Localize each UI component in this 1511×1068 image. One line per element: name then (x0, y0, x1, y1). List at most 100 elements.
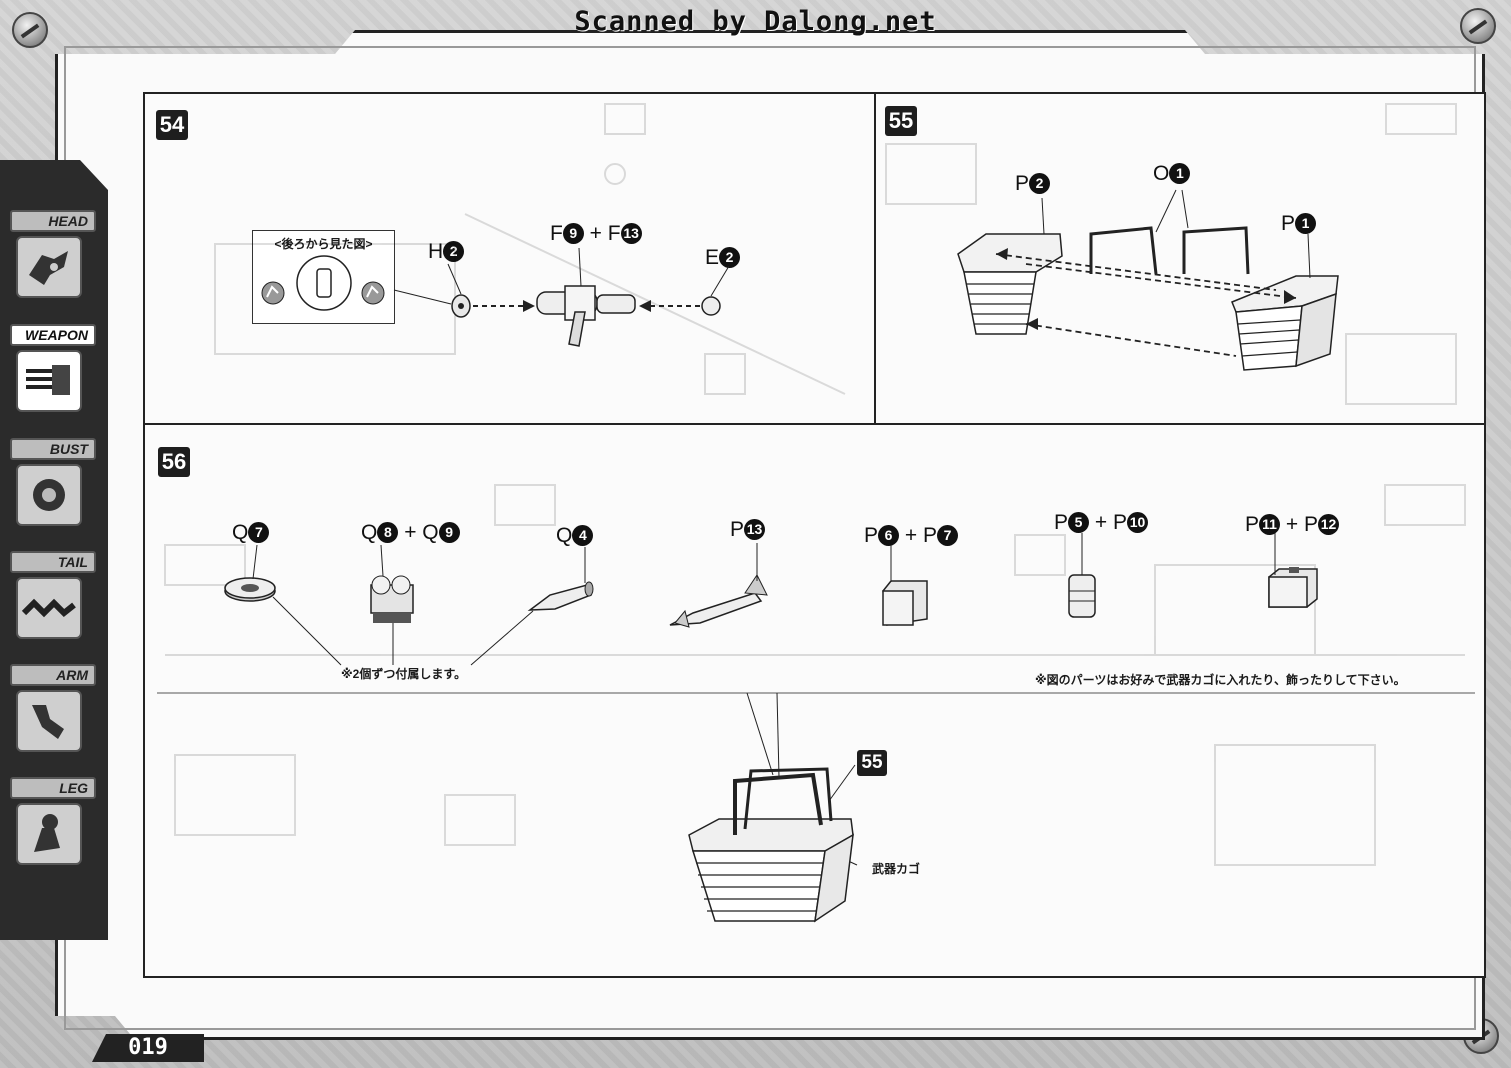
part-number-badge: 1 (1295, 213, 1317, 234)
part-letter: F (607, 222, 621, 245)
part-number-badge: 10 (1126, 512, 1148, 533)
part-number-badge: 8 (377, 522, 399, 543)
rear-view-inset: <後ろから見た図> (252, 230, 395, 324)
sidebar-item-weapon[interactable]: WEAPON (10, 324, 96, 412)
step-number: 55 (885, 106, 917, 136)
part-number-badge: 2 (1029, 173, 1051, 194)
sidebar-item-label: BUST (10, 438, 96, 460)
part-number-badge: 9 (438, 522, 460, 543)
rear-view-drawing (261, 255, 385, 311)
part-p13-drawing (669, 543, 768, 628)
bust-part-icon (16, 464, 82, 526)
sidebar-item-label: WEAPON (10, 324, 96, 346)
screw-icon (12, 12, 48, 48)
part-number-badge: 1 (1169, 163, 1191, 184)
part-number-badge: 4 (572, 525, 594, 546)
part-number-badge: 7 (248, 522, 270, 543)
scan-banner: Scanned by Dalong.net (574, 6, 937, 37)
arm-part-icon (16, 690, 82, 752)
part-number-badge: 13 (744, 519, 766, 540)
sidebar-item-tail[interactable]: TAIL (10, 551, 96, 639)
note-two-each: ※2個ずつ付属します。 (341, 667, 467, 681)
plus-sign: + (1094, 511, 1108, 534)
basket-end-left-drawing (957, 197, 1063, 335)
part-number-badge: 5 (1068, 512, 1090, 533)
plus-sign: + (1285, 513, 1299, 536)
step-55-diagram (885, 103, 1457, 405)
handles-drawing (1089, 226, 1250, 275)
part-letter: H (428, 240, 444, 263)
sidebar-item-bust[interactable]: BUST (10, 438, 96, 526)
note-optional-placement: ※図のパーツはお好みで武器カゴに入れたり、飾ったりして下さい。 (1035, 673, 1406, 687)
basket-end-right-drawing (1231, 233, 1339, 371)
part-number-badge: 9 (562, 223, 584, 244)
sidebar-item-leg[interactable]: LEG (10, 777, 96, 865)
part-letter: Q (361, 521, 378, 544)
part-letter: P (1245, 513, 1260, 536)
screw-icon (1460, 8, 1496, 44)
part-p5-p10-drawing (1068, 533, 1096, 618)
part-letter: P (864, 524, 879, 547)
part-letter: P (1281, 212, 1296, 235)
part-number-badge: 2 (443, 241, 465, 262)
page-number: 019 (92, 1034, 204, 1062)
plus-sign: + (404, 521, 417, 544)
basket-step-reference: 55 (857, 750, 887, 776)
sidebar-item-label: TAIL (10, 551, 96, 573)
tail-part-icon (16, 577, 82, 639)
part-letter: O (1153, 162, 1170, 185)
part-number-badge: 6 (878, 525, 900, 546)
step-number: 56 (158, 447, 190, 477)
assembled-basket-drawing (688, 767, 854, 923)
sidebar-item-head[interactable]: HEAD (10, 210, 96, 298)
step-number: 54 (156, 110, 188, 140)
part-number-badge: 11 (1259, 514, 1281, 535)
part-number-badge: 12 (1317, 514, 1339, 535)
part-letter: Q (422, 521, 439, 544)
step-56-diagram (157, 484, 1475, 923)
part-number-badge: 7 (936, 525, 958, 546)
sidebar-item-label: ARM (10, 664, 96, 686)
weapon-part-icon (16, 350, 82, 412)
part-letter: P (1015, 172, 1030, 195)
sidebar-item-label: LEG (10, 777, 96, 799)
part-q4-drawing (527, 547, 594, 611)
part-letter: P (730, 518, 745, 541)
head-part-icon (16, 236, 82, 298)
part-letter: P (922, 524, 937, 547)
part-letter: P (1054, 511, 1069, 534)
part-number-badge: 13 (620, 223, 642, 244)
part-letter: Q (232, 521, 249, 544)
basket-label: 武器カゴ (872, 862, 921, 876)
part-letter: E (705, 246, 720, 269)
part-letter: P (1303, 513, 1318, 536)
part-number-badge: 2 (719, 247, 741, 268)
part-letter: P (1112, 511, 1127, 534)
part-p11-p12-drawing (1268, 533, 1318, 608)
part-letter: Q (556, 524, 573, 547)
sidebar-item-label: HEAD (10, 210, 96, 232)
part-letter: F (550, 222, 563, 245)
leg-part-icon (16, 803, 82, 865)
sidebar-item-arm[interactable]: ARM (10, 664, 96, 752)
part-p6-p7-drawing (882, 545, 928, 626)
plus-sign: + (904, 524, 918, 547)
step-54-diagram (214, 103, 846, 395)
part-q8-q9-drawing (370, 544, 414, 623)
plus-sign: + (589, 222, 602, 245)
